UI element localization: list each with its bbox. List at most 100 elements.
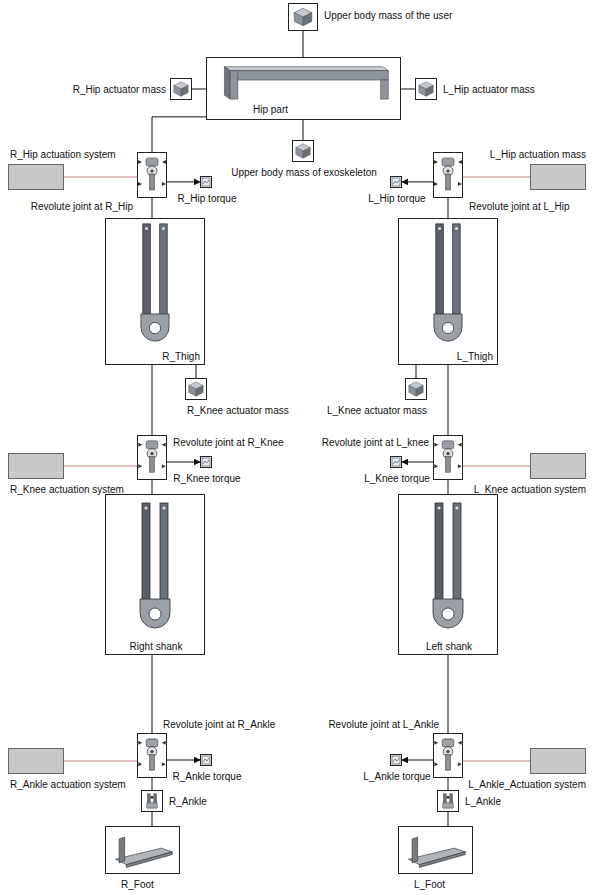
ankle-block: R_Ankle (141, 790, 163, 812)
block-label: Revolute joint at R_Knee (172, 437, 285, 449)
connection-line (416, 365, 417, 378)
block-label: R_Knee actuator mass (186, 405, 290, 417)
scope-symbol (392, 178, 400, 186)
scope-icon (390, 754, 402, 766)
cube-symbol (294, 8, 312, 26)
connection-line (152, 812, 153, 826)
block-label: R_Ankle torque (172, 771, 243, 783)
leg-symbol (433, 503, 463, 628)
ankle-icon (439, 792, 457, 810)
actuation-block: L_Ankle_Actuation system (530, 748, 586, 774)
scope-block: R_Knee torque (200, 456, 212, 468)
ankle-icon (143, 792, 161, 810)
block-label: R_Ankle actuation system (9, 779, 127, 791)
leg-icon (408, 498, 488, 634)
cube-symbol (189, 382, 203, 396)
connection-line (152, 365, 153, 435)
scope-icon (390, 176, 402, 188)
block-label: R_Hip actuation system (9, 149, 117, 161)
actuation-block: R_Hip actuation system (8, 164, 64, 190)
foot-block: L_Foot (398, 826, 473, 874)
joint-icon (433, 733, 463, 778)
block-label: L_Knee actuator mass (326, 405, 428, 417)
connection-line (303, 120, 304, 140)
scope-block: R_Hip torque (200, 176, 212, 188)
cube-symbol (419, 82, 433, 96)
cube-symbol (409, 382, 423, 396)
leg-symbol (141, 224, 169, 341)
actuation-block: R_Ankle actuation system (8, 748, 64, 774)
block-label: L_Ankle_Actuation system (467, 779, 587, 791)
block-label: L_Thigh (456, 351, 494, 363)
actuation-line (463, 177, 530, 178)
connection-line (448, 812, 449, 826)
block-label: Revolute joint at L_Ankle (327, 719, 440, 731)
cube-block: Upper body mass of exoskeleton (292, 140, 314, 162)
joint-icon (137, 152, 167, 198)
cube-icon (294, 142, 312, 160)
connection-line (401, 89, 415, 90)
scope-symbol (392, 756, 400, 764)
block-label: Right shank (129, 641, 184, 653)
joint-symbol (434, 739, 461, 770)
block-label: R_Foot (120, 879, 155, 891)
foot-symbol (115, 837, 172, 867)
actuation-block: R_Knee actuation system (8, 453, 64, 479)
joint-symbol (138, 158, 166, 190)
connection-line (167, 462, 200, 463)
cube-icon (172, 80, 190, 98)
actuation-block: L_Knee actuation system (530, 453, 586, 479)
ankle-symbol (147, 794, 158, 808)
joint-symbol (138, 739, 165, 770)
connection-line (152, 480, 153, 494)
block-label: Revolute joint at R_Ankle (162, 719, 276, 731)
actuation-line (64, 761, 137, 762)
connection-line (152, 117, 206, 152)
cube-block: L_Hip actuator mass (415, 78, 437, 100)
scope-icon (200, 456, 212, 468)
connection-line (448, 198, 449, 218)
foot-symbol (408, 837, 465, 867)
cube-icon (417, 80, 435, 98)
connection-line (448, 480, 449, 494)
block-label: Revolute joint at L_Hip (468, 201, 571, 213)
scope-icon (200, 754, 212, 766)
joint-icon (433, 435, 463, 480)
connection-line (167, 181, 200, 182)
block-label: Hip part (252, 104, 289, 116)
joint-block: Revolute joint at L_Ankle (433, 733, 463, 778)
connection-line (448, 655, 449, 733)
block-label: L_Ankle torque (362, 771, 431, 783)
cube-block: R_Knee actuator mass (185, 378, 207, 400)
cube-icon (187, 380, 205, 398)
leg-symbol (434, 224, 462, 341)
scope-icon (200, 176, 212, 188)
block-label: L_Knee torque (363, 473, 431, 485)
joint-symbol (434, 158, 462, 190)
cube-block: L_Knee actuator mass (405, 378, 427, 400)
connection-line (152, 198, 153, 218)
joint-block: Revolute joint at L_Hip (433, 152, 463, 198)
scope-symbol (392, 458, 400, 466)
leg-icon (115, 498, 195, 634)
connection-line (448, 365, 449, 435)
block-label: L_Hip actuator mass (442, 84, 536, 96)
block-label: Upper body mass of exoskeleton (230, 167, 378, 179)
hip-symbol (224, 67, 388, 99)
actuation-line (463, 466, 530, 467)
actuation-line (64, 177, 137, 178)
connection-line (167, 760, 200, 761)
joint-symbol (434, 441, 461, 472)
cube-icon (407, 380, 425, 398)
block-label: L_Foot (413, 879, 446, 891)
block-label: L_Ankle (464, 796, 502, 808)
scope-symbol (202, 458, 210, 466)
ankle-symbol (443, 794, 454, 808)
connection-line (152, 778, 153, 790)
joint-icon (137, 435, 167, 480)
joint-icon (137, 733, 167, 778)
actuation-line (64, 466, 137, 467)
block-label: Revolute joint at L_knee (321, 437, 430, 449)
leg-icon (115, 222, 195, 344)
